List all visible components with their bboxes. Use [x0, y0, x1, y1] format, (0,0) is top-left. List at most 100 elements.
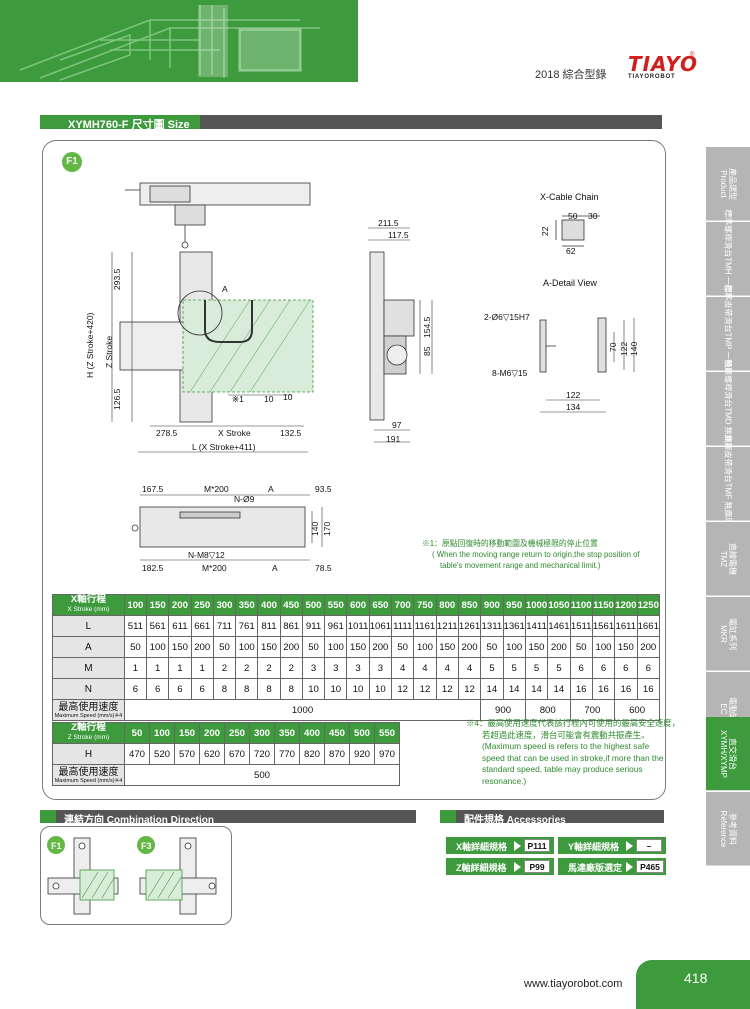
adetail-hole2: 8-M6▽15: [492, 368, 528, 378]
acc-label: 馬達廠版選定: [568, 863, 623, 873]
bot-1675: 167.5: [142, 484, 164, 494]
speed-cell: 1000: [123, 699, 482, 721]
side-1175: 117.5: [388, 230, 409, 240]
note-4-line: 若超過此速度，滑台可能會有震動共振產生。: [482, 729, 650, 740]
acc-label: X軸詳細規格: [456, 842, 508, 852]
z-stroke-cell: 500: [349, 722, 375, 744]
speed-cell: 800: [524, 699, 571, 721]
x-stroke-cell: 850: [457, 594, 482, 616]
side-97: 97: [392, 420, 402, 430]
f1-badge: F1: [62, 152, 82, 172]
z-stroke-cell: 300: [249, 722, 275, 744]
bot-a2: A: [272, 563, 278, 573]
brand-sub: TIAYOROBOT: [628, 74, 676, 80]
page-number-tab: 418: [636, 960, 750, 1009]
speed-label-en: Maximum Speed (mm/s)※4: [54, 777, 123, 784]
combination-bar: 連結方向 Combination Direction: [40, 810, 416, 826]
side-view: [368, 227, 433, 443]
side-tab-tmf[interactable]: 無塵皮帶滑台TMF 無塵環境: [706, 434, 750, 533]
acc-page-ref: P465: [636, 860, 664, 873]
cell: 1261: [457, 615, 482, 637]
arrow-right-icon: [514, 841, 521, 851]
combination-title: 連結方向 Combination Direction: [64, 815, 214, 826]
bot-a1: A: [268, 484, 274, 494]
x-stroke-cell: 950: [502, 594, 526, 616]
z-header-en: Z Stroke (mm): [67, 734, 110, 741]
cell: 1061: [368, 615, 393, 637]
side-tab-en: EC: [719, 702, 728, 715]
adetail-title: A-Detail View: [543, 278, 597, 288]
x-stroke-cell: 800: [435, 594, 459, 616]
adetail-122: 122: [566, 390, 580, 400]
top-xs: X Stroke: [218, 428, 251, 438]
z-stroke-cell: 400: [299, 722, 325, 744]
row-label: H: [52, 743, 125, 765]
page-title: XYMH760-F 尺寸圖 Size: [68, 119, 190, 131]
acc-y-spec[interactable]: Y軸詳細規格 –: [558, 837, 666, 854]
side-tab-cn: 電缸系列: [728, 617, 737, 650]
note-4: ※4：最高使用速度代表該行程內可使用的最高安全速度， 若超過此速度，滑台可能會有…: [466, 718, 680, 787]
top-2935: 293.5: [112, 268, 122, 290]
top-zs: Z Stroke: [104, 336, 114, 368]
adetail-122v: 122: [619, 342, 629, 356]
adetail-70: 70: [608, 342, 618, 352]
xcable-title: X-Cable Chain: [540, 192, 599, 202]
side-tab-cn: 直交滑台: [728, 737, 737, 770]
arrow-right-icon: [514, 862, 521, 872]
accessories-bar: 配件規格 Accessories: [440, 810, 664, 826]
x-header-cn: X軸行程: [70, 594, 106, 605]
acc-label: Z軸詳細規格: [456, 863, 507, 873]
acc-motor-select[interactable]: 馬達廠版選定 P465: [558, 858, 666, 875]
bot-140: 140: [310, 522, 320, 536]
side-tab-en: XYMH/XYMP: [719, 729, 728, 778]
row-label: M: [52, 657, 125, 679]
top-l: L (X Stroke+411): [192, 442, 256, 452]
bot-n9: N-Ø9: [234, 494, 255, 504]
adetail-140: 140: [629, 342, 639, 356]
bot-m200b: M*200: [202, 563, 227, 573]
main-top-view: [111, 251, 314, 453]
footer-url[interactable]: www.tiayorobot.com: [524, 978, 623, 990]
acc-x-spec[interactable]: X軸詳細規格 P111: [446, 837, 554, 854]
bot-1825: 182.5: [142, 563, 164, 573]
x-header-en: X Stroke (mm): [67, 606, 110, 613]
side-tab-tmp[interactable]: 標準皮帶滑台TMP 一般環境: [706, 284, 750, 383]
side-tab-cn: 產品選型: [728, 167, 737, 200]
catalog-label: 2018 綜合型錄: [535, 69, 607, 81]
side-tab-en: Product: [719, 169, 728, 198]
side-tab-cn: 無塵皮帶滑台TMF 無塵環境: [723, 434, 733, 533]
bot-935: 93.5: [315, 484, 332, 494]
x-stroke-cell: 1000: [524, 594, 549, 616]
speed-cell: 600: [614, 699, 660, 721]
speed-cell: 500: [124, 764, 400, 786]
side-tab-en: TMZ: [719, 550, 728, 567]
acc-page-ref: P111: [524, 839, 550, 852]
x-cable-chain-drawing: [555, 215, 600, 247]
acc-z-spec[interactable]: Z軸詳細規格 P99: [446, 858, 554, 875]
acc-label: Y軸詳細規格: [568, 842, 620, 852]
acc-page-ref: P99: [524, 860, 550, 873]
side-tab-tmd[interactable]: 無塵螺桿滑台TMD 無塵環境: [706, 359, 750, 458]
side-1545: 154.5: [422, 316, 432, 338]
x-stroke-cell: 1250: [636, 594, 661, 616]
top-hz: H (Z Stroke+420): [85, 312, 95, 378]
side-tab-tmh[interactable]: 標準螺桿滑台TMH 一般環境: [706, 209, 750, 308]
note-1-line: ( When the moving range return to origin…: [432, 550, 640, 559]
bot-m200a: M*200: [204, 484, 229, 494]
x-stroke-cell: 650: [368, 594, 393, 616]
x-stroke-cell: 100: [123, 594, 148, 616]
